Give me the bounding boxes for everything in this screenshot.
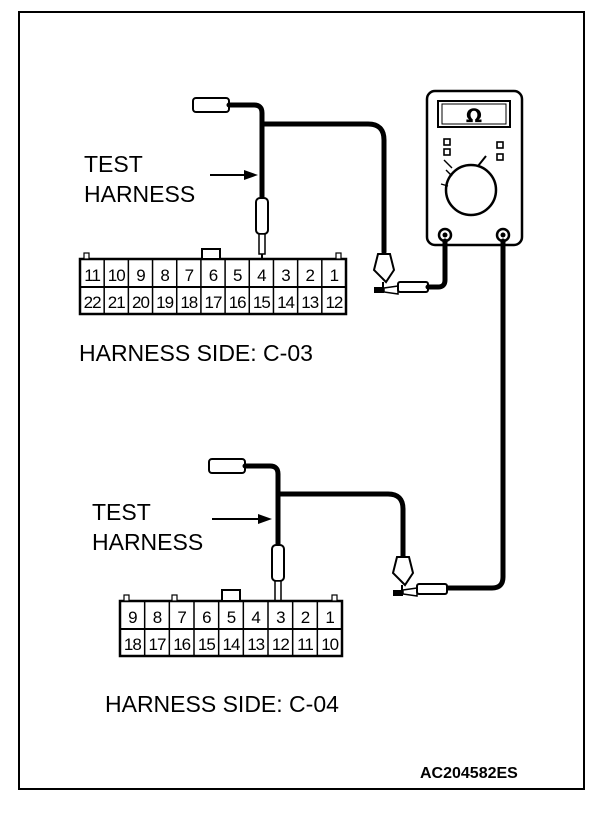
pin-number: 17 xyxy=(205,293,222,312)
pin-number: 15 xyxy=(253,293,270,312)
pin-number: 9 xyxy=(128,608,137,627)
test-harness-bottom xyxy=(208,458,406,611)
pin-number: 12 xyxy=(325,293,342,312)
pin-number: 7 xyxy=(185,266,194,285)
pin-number: 3 xyxy=(281,266,290,285)
pin-number: 1 xyxy=(330,266,339,285)
pin-number: 18 xyxy=(180,293,197,312)
pin-number: 10 xyxy=(321,635,338,654)
pin-number: 8 xyxy=(153,608,162,627)
pin-number: 2 xyxy=(305,266,314,285)
c04-caption: HARNESS SIDE: C-04 xyxy=(105,691,339,717)
pin-number: 13 xyxy=(301,293,318,312)
pin-number: 9 xyxy=(136,266,145,285)
connector-lock-tab xyxy=(201,248,221,260)
pin-number: 16 xyxy=(173,635,190,654)
pin-number: 14 xyxy=(277,293,294,312)
ohmmeter-display xyxy=(437,100,511,128)
probe-clip-top xyxy=(372,253,429,295)
pin-number: 3 xyxy=(276,608,285,627)
pin-number: 17 xyxy=(149,635,166,654)
pin-number: 5 xyxy=(233,266,242,285)
pin-number: 15 xyxy=(198,635,215,654)
pin-number: 8 xyxy=(160,266,169,285)
ohmmeter: Ω xyxy=(425,89,524,247)
c03-caption: HARNESS SIDE: C-03 xyxy=(79,340,313,366)
pin-number: 21 xyxy=(108,293,125,312)
pin-number: 22 xyxy=(84,293,101,312)
pin-number: 4 xyxy=(257,266,266,285)
test-harness-label-top: TEST HARNESS xyxy=(84,151,258,207)
pin-number: 11 xyxy=(297,635,313,654)
pin-number: 12 xyxy=(272,635,289,654)
pin-number: 5 xyxy=(227,608,236,627)
ohm-symbol: Ω xyxy=(466,105,482,127)
pin-number: 4 xyxy=(251,608,260,627)
pin-number: 16 xyxy=(229,293,246,312)
svg-text:HARNESS: HARNESS xyxy=(92,529,203,555)
svg-text:TEST: TEST xyxy=(84,151,143,177)
svg-text:TEST: TEST xyxy=(92,499,151,525)
test-harness-top xyxy=(192,97,387,264)
pin-number: 19 xyxy=(156,293,173,312)
pin-number: 7 xyxy=(177,608,186,627)
diagram-frame xyxy=(18,11,585,790)
pin-number: 13 xyxy=(247,635,264,654)
svg-text:HARNESS: HARNESS xyxy=(84,181,195,207)
pin-number: 11 xyxy=(84,266,100,285)
test-harness-label-bottom: TEST HARNESS xyxy=(92,499,272,555)
pin-number: 14 xyxy=(223,635,240,654)
pin-number: 1 xyxy=(325,608,334,627)
pin-number: 10 xyxy=(108,266,125,285)
pin-number: 20 xyxy=(132,293,149,312)
probe-clip-bottom xyxy=(391,556,448,597)
ohmmeter-dial xyxy=(444,163,498,217)
pin-number: 6 xyxy=(209,266,218,285)
figure-code: AC204582ES xyxy=(420,765,518,782)
pin-number: 2 xyxy=(301,608,310,627)
pin-number: 18 xyxy=(124,635,141,654)
pin-number: 6 xyxy=(202,608,211,627)
connector-lock-tab xyxy=(221,589,241,602)
